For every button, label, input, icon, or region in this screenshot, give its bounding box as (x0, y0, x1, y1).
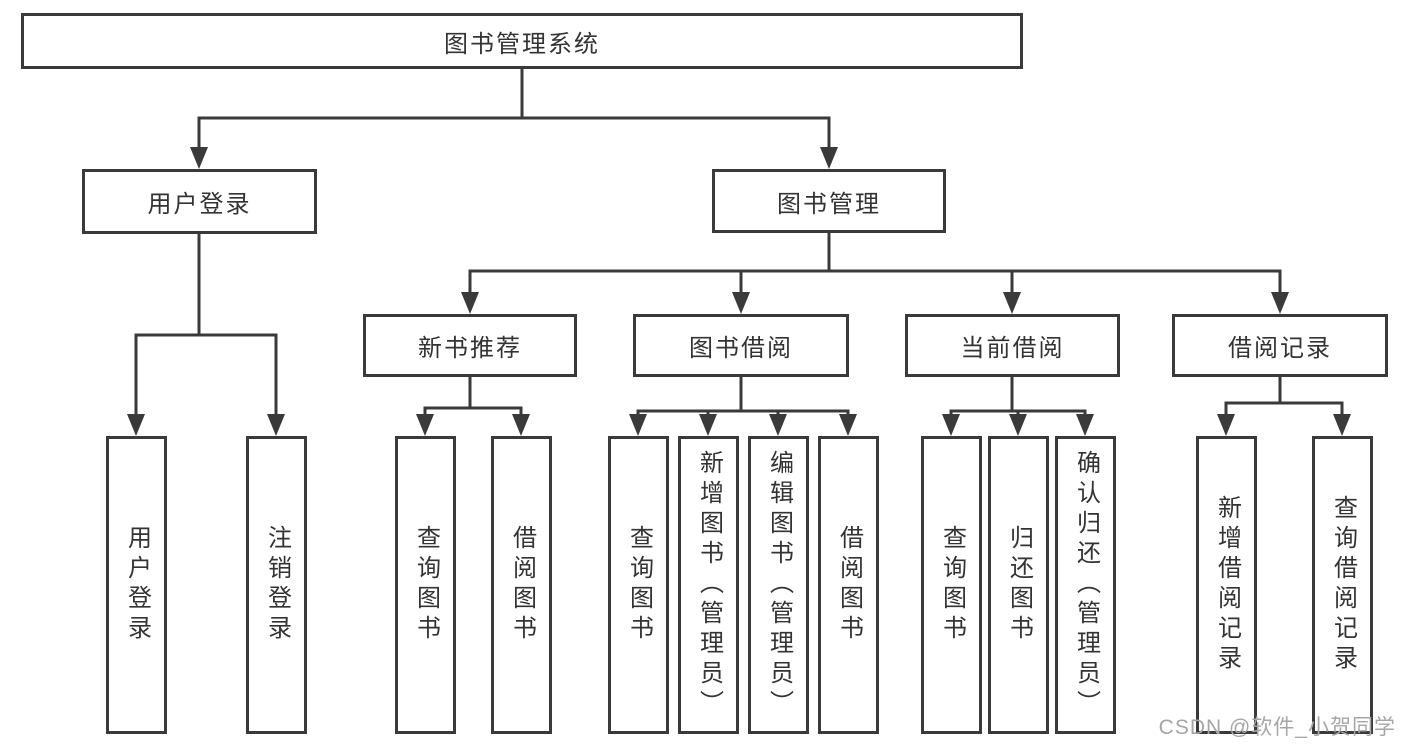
arrowhead-down-icon (461, 292, 479, 314)
connector-group (629, 375, 857, 436)
node-label: 借阅图书 (508, 525, 536, 645)
node-label: 查询图书 (625, 525, 653, 645)
node-label: 用户登录 (147, 191, 252, 218)
connector-group (1217, 375, 1351, 436)
leaf-user-login: 用户登录 (106, 436, 167, 734)
leaf-return-book: 归还图书 (988, 436, 1049, 734)
arrowhead-down-icon (127, 414, 145, 436)
leaf-edit-book-admin: 编辑图书（管理员） (748, 436, 809, 734)
connector-group (127, 232, 285, 436)
watermark: CSDN @软件_小贺同学 (1158, 716, 1396, 739)
arrowhead-down-icon (512, 414, 530, 436)
node-label: 当前借阅 (960, 335, 1065, 362)
node-label: 借阅图书 (835, 525, 863, 645)
arrowhead-down-icon (942, 414, 960, 436)
node-book-borrowing: 图书借阅 (633, 314, 849, 377)
arrowhead-down-icon (820, 147, 838, 169)
leaf-borrow-books-recommend: 借阅图书 (491, 436, 552, 734)
leaf-confirm-return-admin: 确认归还（管理员） (1055, 436, 1116, 734)
node-label: 图书管理 (777, 190, 881, 218)
node-new-book-recommendation: 新书推荐 (363, 314, 577, 377)
leaf-borrow-books-borrow: 借阅图书 (818, 436, 879, 734)
connector-group (416, 375, 530, 436)
node-label: 归还图书 (1005, 525, 1033, 645)
node-label: 确认归还（管理员） (1072, 450, 1100, 720)
leaf-query-books-current: 查询图书 (921, 436, 982, 734)
arrowhead-down-icon (267, 414, 285, 436)
node-label: 用户登录 (123, 525, 151, 645)
arrowhead-down-icon (1003, 292, 1021, 314)
node-label: 图书借阅 (689, 335, 793, 362)
node-book-management: 图书管理 (712, 169, 946, 233)
arrowhead-down-icon (1271, 292, 1289, 314)
node-label: 图书管理系统 (444, 30, 600, 58)
node-library-system: 图书管理系统 (21, 13, 1023, 69)
node-label: 借阅记录 (1228, 335, 1332, 362)
node-label: 查询借阅记录 (1329, 495, 1357, 675)
arrowhead-down-icon (190, 147, 208, 169)
leaf-query-books-borrow: 查询图书 (608, 436, 669, 734)
arrowhead-down-icon (769, 414, 787, 436)
node-label: 新增图书（管理员） (695, 450, 723, 720)
arrowhead-down-icon (699, 414, 717, 436)
connector-group (942, 375, 1094, 436)
node-label: 查询图书 (938, 525, 966, 645)
leaf-query-borrow-record: 查询借阅记录 (1312, 436, 1373, 734)
leaf-query-books-recommend: 查询图书 (395, 436, 456, 734)
leaf-add-book-admin: 新增图书（管理员） (678, 436, 739, 734)
node-label: 新增借阅记录 (1213, 495, 1241, 675)
node-label: 查询图书 (412, 525, 440, 645)
arrowhead-down-icon (1009, 414, 1027, 436)
arrowhead-down-icon (629, 414, 647, 436)
arrowhead-down-icon (1333, 414, 1351, 436)
connector-group (190, 67, 838, 169)
arrowhead-down-icon (1217, 414, 1235, 436)
leaf-add-borrow-record: 新增借阅记录 (1196, 436, 1257, 734)
arrowhead-down-icon (1076, 414, 1094, 436)
arrowhead-down-icon (732, 292, 750, 314)
arrowhead-down-icon (839, 414, 857, 436)
arrowhead-down-icon (416, 414, 434, 436)
node-label: 新书推荐 (418, 335, 522, 362)
leaf-logout: 注销登录 (246, 436, 307, 734)
node-label: 编辑图书（管理员） (765, 450, 793, 720)
node-label: 注销登录 (263, 525, 291, 645)
connector-group (461, 231, 1289, 314)
node-borrowing-records: 借阅记录 (1172, 314, 1388, 377)
node-user-login: 用户登录 (82, 169, 317, 234)
node-current-borrowing: 当前借阅 (905, 314, 1120, 377)
